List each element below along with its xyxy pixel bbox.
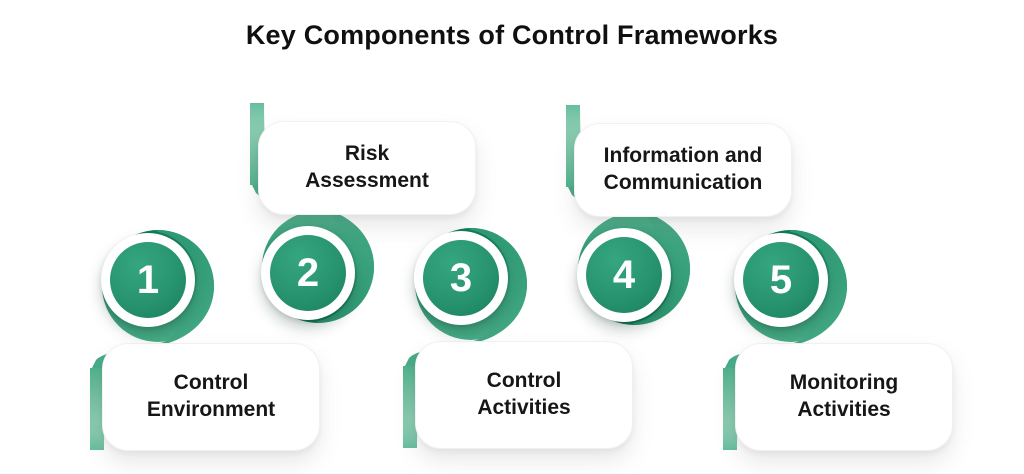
step-label-line: Activities [477,396,571,419]
step-label-line: Environment [146,398,276,421]
step-label-line: Risk [344,142,390,166]
page-title: Key Components of Control Frameworks [245,20,779,50]
step-badge: 5 [734,233,828,327]
step-label-box: Control Environment [102,343,320,451]
step-label-box: Risk Assessment [258,121,476,215]
step-label-line: Information and [603,144,763,168]
step-label-box: Information and Communication [574,123,792,217]
step-number: 1 [110,242,186,318]
step-badge: 3 [414,231,508,325]
step-badge: 4 [577,228,671,322]
step-label-line: Assessment [305,169,429,192]
step-label-box: Monitoring Activities [735,343,953,451]
step-number: 4 [586,237,662,313]
step-label-line: Activities [797,398,891,421]
step-label-box: Control Activities [415,341,633,449]
step-label-line: Control [486,369,562,393]
step-label-line: Monitoring [789,371,899,395]
step-badge: 1 [101,233,195,327]
step-label-line: Communication [603,171,763,194]
step-badge: 2 [261,226,355,320]
step-number: 3 [423,240,499,316]
step-number: 2 [270,235,346,311]
step-number: 5 [743,242,819,318]
step-label-line: Control [173,371,249,395]
